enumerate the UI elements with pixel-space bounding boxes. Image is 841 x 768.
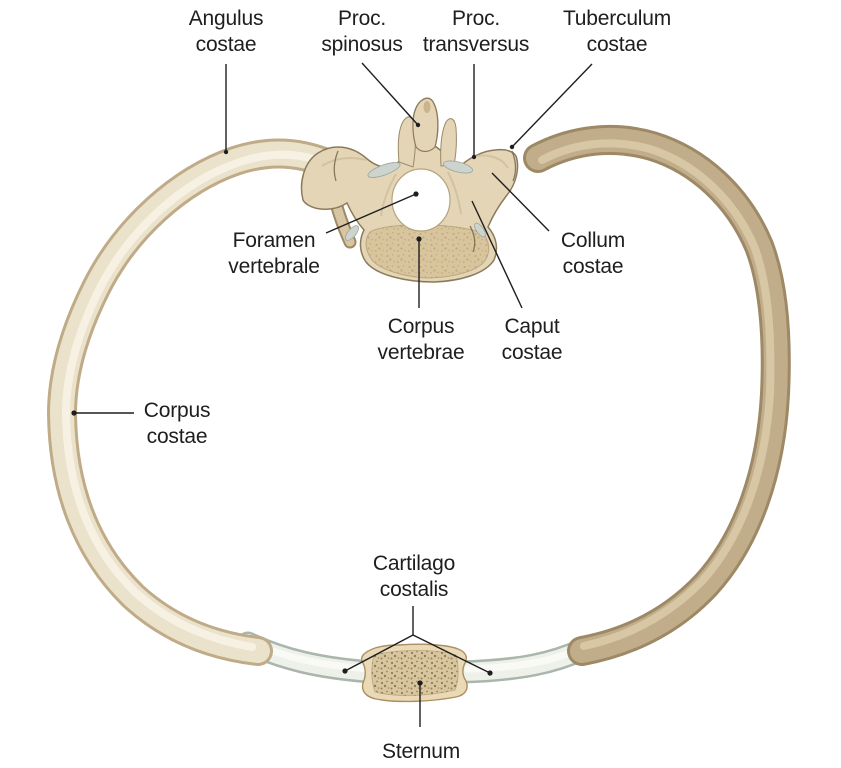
label-collum-costae: Collum costae — [561, 228, 625, 280]
label-caput-costae: Caput costae — [502, 314, 563, 366]
label-line: Caput — [504, 315, 560, 338]
vertebral-foramen — [391, 168, 451, 232]
leader-foramen-vertebrale — [325, 193, 417, 234]
label-line: costae — [586, 33, 648, 56]
label-line: costae — [562, 255, 624, 278]
label-line: Corpus — [387, 315, 455, 338]
label-proc-transversus: Proc. transversus — [422, 6, 530, 58]
label-proc-spinosus: Proc. spinosus — [321, 6, 402, 58]
rib-right — [523, 124, 791, 666]
label-line: vertebrale — [228, 255, 320, 278]
label-line: costae — [501, 341, 563, 364]
label-line: Corpus — [143, 399, 211, 422]
label-line: Foramen — [232, 229, 316, 252]
vertebral-body-texture — [366, 224, 489, 278]
spinous-tip-shading — [423, 101, 431, 113]
label-cartilago-costalis: Cartilago costalis — [373, 551, 455, 603]
label-line: Angulus — [188, 7, 264, 30]
label-corpus-costae: Corpus costae — [144, 398, 211, 450]
label-corpus-vertebrae: Corpus vertebrae — [378, 314, 465, 366]
label-angulus-costae: Angulus costae — [189, 6, 264, 58]
leader-proc-spinosus — [361, 62, 419, 126]
spinous-process — [412, 97, 439, 153]
leader-tuberculum-costae — [511, 63, 593, 148]
vertebra — [300, 97, 519, 283]
label-line: Tuberculum — [562, 7, 672, 30]
label-foramen-vertebrale: Foramen vertebrale — [228, 228, 320, 280]
articular-process-right — [440, 118, 457, 167]
facet-cartilage — [345, 160, 486, 241]
label-line: vertebrae — [377, 341, 465, 364]
label-line: Cartilago — [372, 552, 456, 575]
leader-dots — [71, 122, 515, 686]
label-line: costae — [195, 33, 257, 56]
joint-crevices — [333, 150, 517, 253]
leader-cartilago-costalis — [344, 606, 491, 674]
label-line: Sternum — [382, 740, 460, 763]
label-sternum: Sternum — [382, 739, 460, 765]
label-line: costalis — [379, 578, 449, 601]
label-line: Proc. — [337, 7, 387, 30]
label-tuberculum-costae: Tuberculum costae — [563, 6, 671, 58]
leader-caput-costae — [471, 200, 523, 309]
sternum-shape — [360, 643, 468, 703]
label-line: spinosus — [321, 33, 403, 56]
leader-collum-costae — [491, 172, 550, 232]
rib-left — [46, 138, 353, 666]
label-line: Proc. — [451, 7, 500, 30]
label-line: Collum — [560, 229, 626, 252]
leader-lines — [74, 62, 593, 727]
lamina-shading — [321, 154, 509, 217]
label-line: transversus — [422, 33, 530, 56]
label-line: costae — [146, 425, 208, 448]
